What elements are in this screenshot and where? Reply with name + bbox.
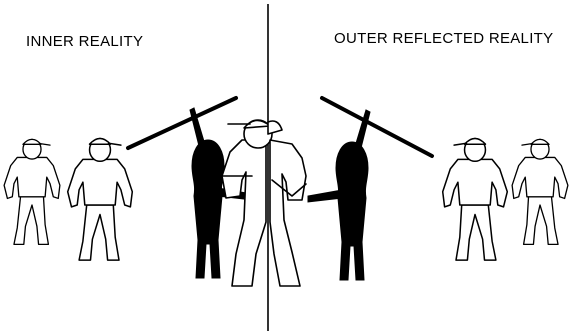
left-small-figure xyxy=(4,139,60,244)
left-medium-figure xyxy=(68,139,133,261)
right-dark-figure xyxy=(308,110,370,280)
right-stick xyxy=(322,98,432,156)
right-medium-figure xyxy=(443,139,508,261)
left-stick xyxy=(128,98,236,148)
left-large-figure xyxy=(222,120,272,286)
right-small-figure xyxy=(512,139,568,244)
right-large-figure xyxy=(268,121,306,286)
